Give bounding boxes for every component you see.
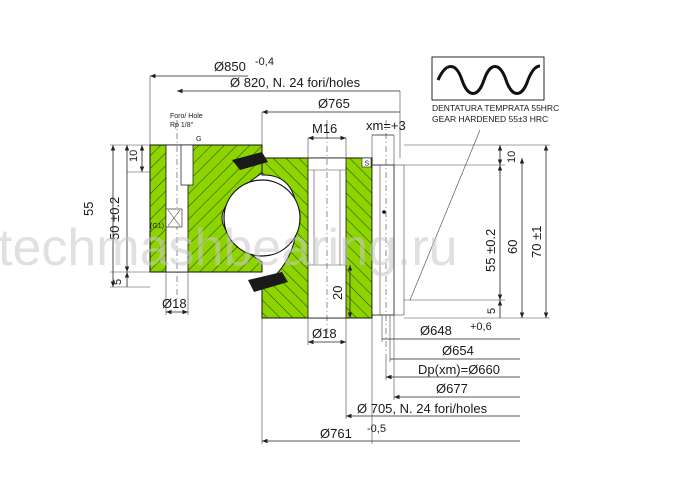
label-h10-right: 10: [506, 151, 518, 163]
label-m16: M16: [312, 121, 337, 136]
label-d648-tol: +0,6: [470, 321, 492, 333]
inner-ring-section: [261, 120, 373, 335]
note-g: G: [196, 136, 201, 143]
label-d18-left: Ø18: [162, 296, 187, 311]
note-g1: (G1): [150, 223, 164, 230]
label-h5-right: 5: [486, 308, 498, 314]
label-d677: Ø677: [436, 381, 468, 396]
label-h55-right: 55 ±0.2: [483, 229, 498, 272]
label-h70: 70 ±1: [529, 226, 544, 258]
watermark: techmashbearing.ru: [0, 219, 458, 277]
label-d705: Ø 705, N. 24 fori/holes: [357, 401, 488, 416]
notes: Foro/ Hole Rp 1/8" G (G1) S DENTATURA TE…: [150, 103, 559, 230]
label-d648: Ø648: [420, 323, 452, 338]
gear-teeth: [371, 120, 405, 360]
label-h10-left: 10: [128, 150, 140, 162]
label-d850: Ø850: [214, 59, 246, 74]
label-d765: Ø765: [318, 96, 350, 111]
lube-hole: [180, 144, 194, 186]
label-d18-mid: Ø18: [312, 326, 337, 341]
dimension-lines: [110, 73, 550, 444]
seal-top: [232, 152, 268, 170]
label-h50: 50 ±0.2: [107, 197, 122, 240]
label-h55: 55: [81, 202, 96, 216]
label-h20: 20: [330, 286, 345, 300]
gear-tooth-profile: [431, 56, 545, 101]
note-gear-it: DENTATURA TEMPRATA 55HRC: [432, 103, 559, 113]
label-d761-tol: -0,5: [367, 423, 386, 435]
label-xm: xm=+3: [366, 118, 406, 133]
label-h60: 60: [505, 240, 520, 254]
note-s: S: [365, 161, 370, 168]
seal-bottom: [248, 272, 288, 292]
label-d761: Ø761: [320, 426, 352, 441]
note-foro-line1: Foro/ Hole: [170, 113, 203, 120]
label-d654: Ø654: [442, 343, 474, 358]
ball: [223, 179, 301, 257]
label-d820: Ø 820, N. 24 fori/holes: [230, 75, 361, 90]
dimension-labels: Ø850 -0,4 Ø 820, N. 24 fori/holes Ø765 M…: [81, 56, 544, 441]
note-foro-line2: Rp 1/8": [170, 122, 194, 129]
label-dp: Dp(xm)=Ø660: [418, 362, 500, 377]
note-gear-en: GEAR HARDENED 55±3 HRC: [432, 114, 548, 124]
s-mark-box: [361, 157, 372, 168]
ball-and-seals: [223, 152, 301, 292]
label-d850-tol: -0,4: [255, 56, 274, 68]
label-h5-left: 5: [112, 279, 124, 285]
